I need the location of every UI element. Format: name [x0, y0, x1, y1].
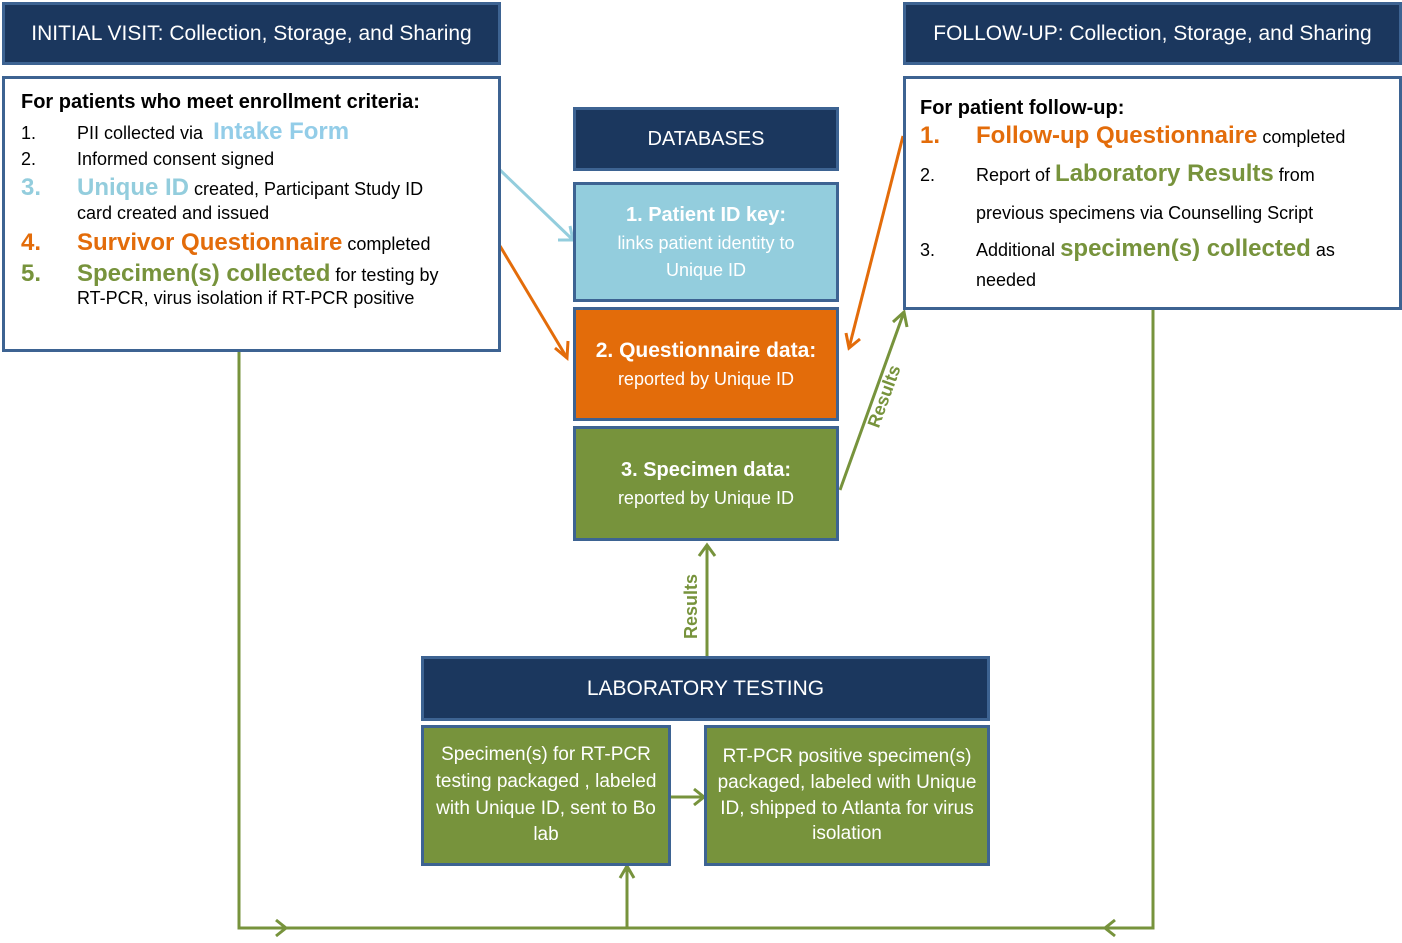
- db-specimen-data: 3. Specimen data: reported by Unique ID: [573, 426, 839, 541]
- lab-box-virus-isolation: RT-PCR positive specimen(s) packaged, la…: [704, 725, 990, 866]
- databases-header: DATABASES: [573, 107, 839, 171]
- follow-up-header: FOLLOW-UP: Collection, Storage, and Shar…: [903, 2, 1402, 65]
- db-patient-id-key: 1. Patient ID key: links patient identit…: [573, 182, 839, 302]
- bottom-loop-line: [237, 310, 1155, 938]
- db-questionnaire-data: 2. Questionnaire data: reported by Uniqu…: [573, 307, 839, 421]
- followup-item-1: 1. Follow-up Questionnaire completed: [920, 122, 1346, 149]
- followup-questionnaire-highlight: Follow-up Questionnaire: [976, 122, 1258, 149]
- laboratory-testing-header: LABORATORY TESTING: [421, 656, 990, 721]
- initial-visit-panel: For patients who meet enrollment criteri…: [2, 76, 501, 352]
- arrow-specimen-to-followup: [838, 309, 909, 491]
- initial-visit-title: For patients who meet enrollment criteri…: [21, 91, 420, 113]
- arrow-followup-to-questionnaire: [844, 135, 905, 351]
- results-label-vertical: Results: [681, 573, 702, 640]
- lab-box-rt-pcr-testing: Specimen(s) for RT-PCR testing packaged …: [421, 725, 671, 866]
- unique-id-highlight: Unique ID: [77, 174, 189, 202]
- follow-up-header-text: FOLLOW-UP: Collection, Storage, and Shar…: [933, 21, 1372, 45]
- specimens-collected-highlight: Specimen(s) collected: [77, 259, 331, 287]
- arrow-intake-to-patient-id: [498, 168, 575, 242]
- arrow-lab-to-specimen: [697, 542, 717, 657]
- laboratory-results-highlight: Laboratory Results: [1055, 159, 1274, 187]
- additional-specimens-highlight: specimen(s) collected: [1060, 234, 1311, 262]
- initial-item-3: 3. Unique ID created, Participant Study …: [21, 174, 424, 224]
- survivor-questionnaire-highlight: Survivor Questionnaire: [77, 228, 343, 256]
- initial-item-2: 2. Informed consent signed: [21, 148, 275, 169]
- initial-item-4: 4. Survivor Questionnaire completed: [21, 228, 431, 256]
- initial-visit-header-text: INITIAL VISIT: Collection, Storage, and …: [31, 21, 472, 45]
- follow-up-panel: For patient follow-up: 1. Follow-up Ques…: [903, 76, 1402, 310]
- initial-item-1: 1. PII collected via Intake Form: [21, 118, 350, 145]
- follow-up-title: For patient follow-up:: [920, 97, 1125, 119]
- initial-visit-header: INITIAL VISIT: Collection, Storage, and …: [2, 2, 501, 65]
- arrow-survivor-to-questionnaire: [498, 245, 570, 362]
- intake-form-highlight: Intake Form: [213, 118, 350, 145]
- arrow-lab-left-to-right: [671, 787, 707, 807]
